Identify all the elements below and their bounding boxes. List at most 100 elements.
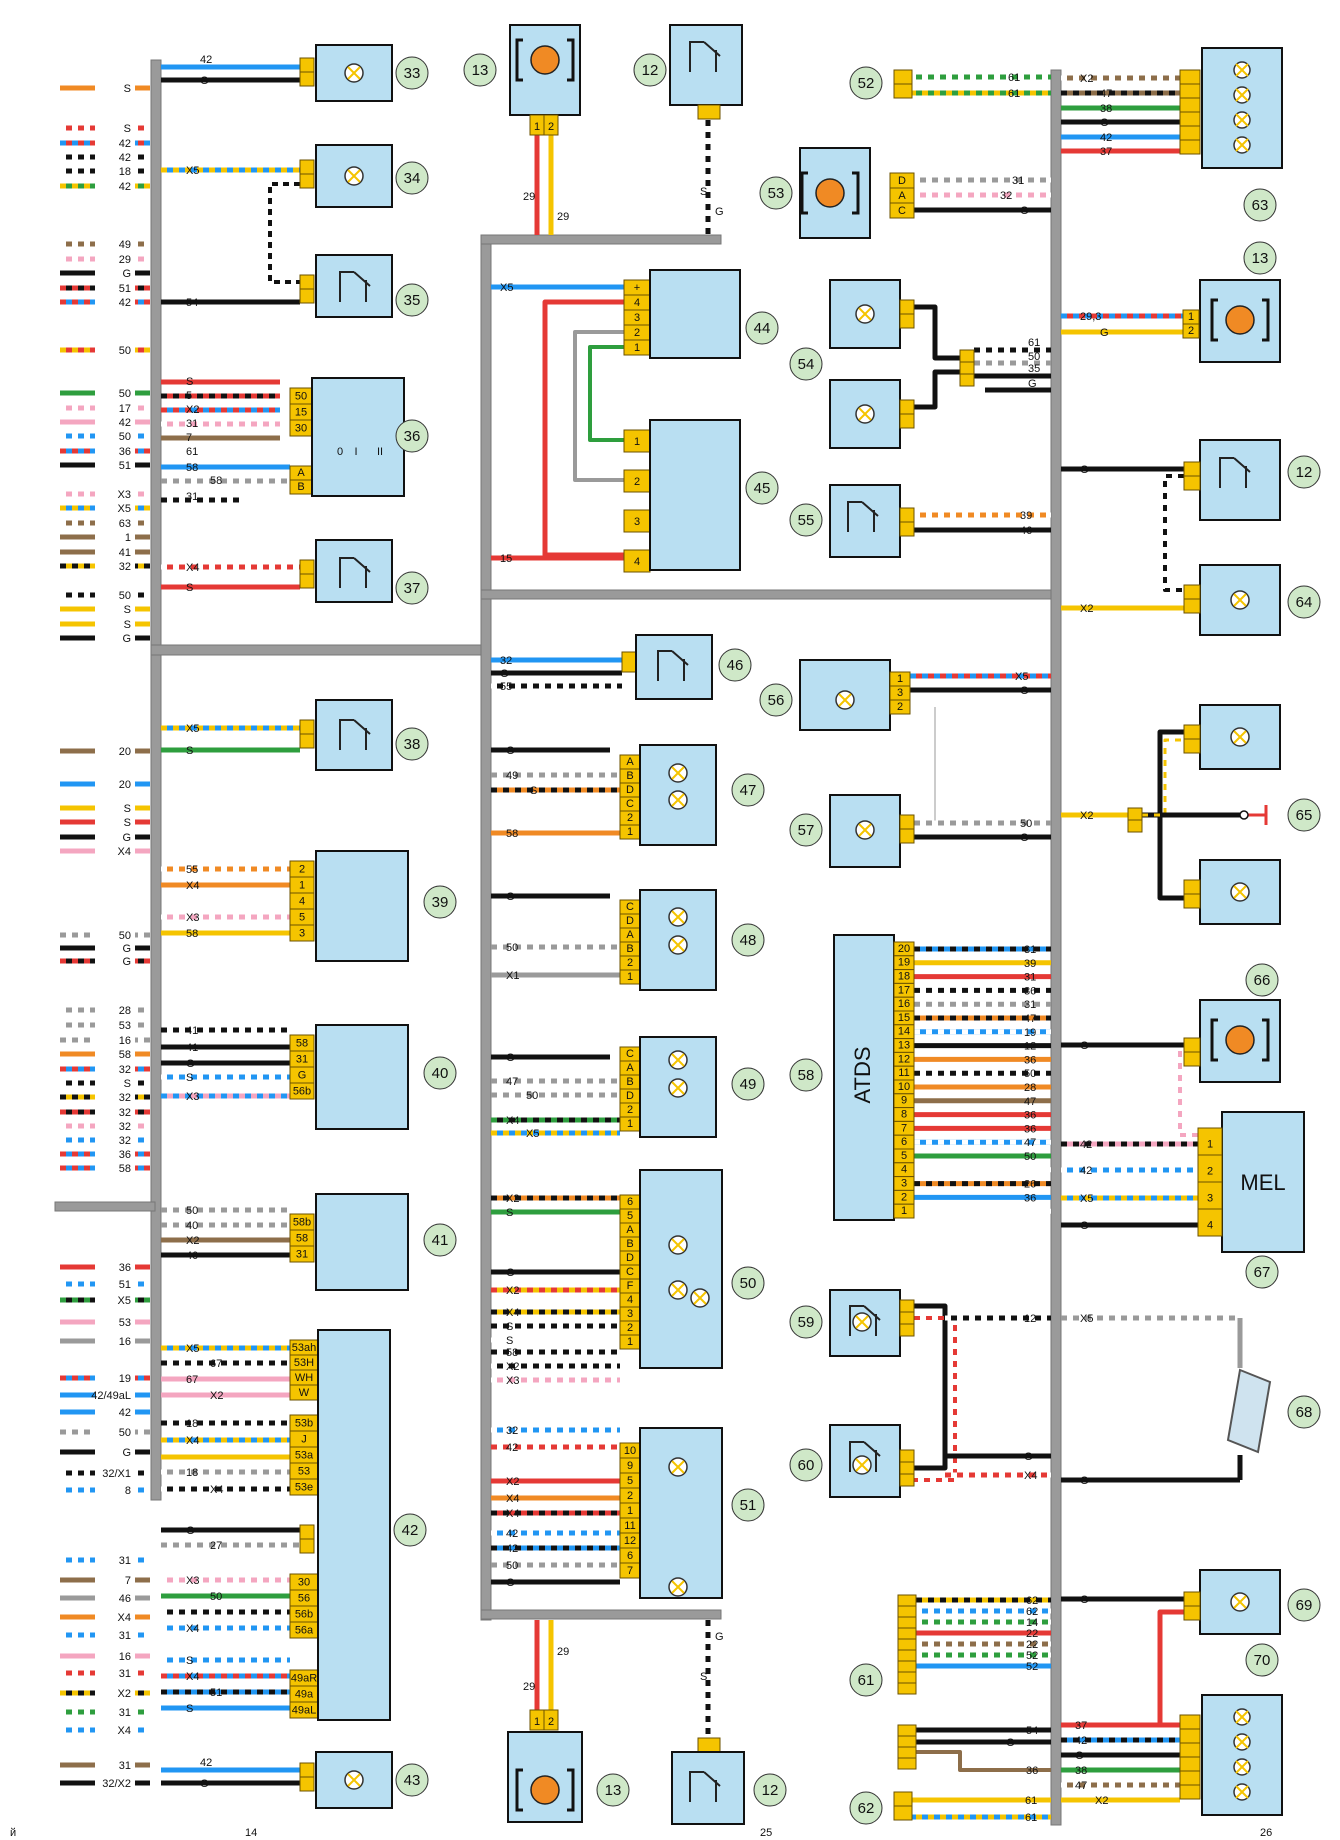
left-wire-label: G [122, 943, 131, 955]
component-67-mel [1221, 1111, 1305, 1253]
left-wire-label-bg [95, 1120, 135, 1132]
left-wire-label: 50 [119, 431, 131, 443]
callout-circle [731, 773, 765, 807]
connector [543, 114, 559, 136]
wire-label: 42 [200, 1757, 212, 1769]
mel-title: MEL [1240, 1170, 1285, 1195]
left-wire-label: 32 [119, 1135, 131, 1147]
wire-label: 47 [1024, 1013, 1036, 1025]
wire-label: G [1075, 1750, 1084, 1762]
wire-path [914, 369, 960, 410]
pin-label: 53 [298, 1466, 310, 1478]
connector-pin [1179, 69, 1201, 85]
pin-label: B [626, 943, 633, 955]
pin-label: 14 [898, 1026, 910, 1038]
connector [1183, 461, 1201, 491]
wire-label: X3 [186, 1091, 199, 1103]
connector-pin [1197, 1181, 1223, 1210]
left-wire-label: S [124, 817, 131, 829]
callout-number: 52 [858, 75, 875, 92]
left-wire-label-bg [95, 344, 135, 356]
lamp-filament [1235, 63, 1249, 77]
pin-label: WH [295, 1372, 313, 1384]
pin-label: 18 [898, 971, 910, 983]
callout-number: 51 [740, 1497, 757, 1514]
pin-label: 1 [627, 1505, 633, 1517]
lamp-filament [1235, 138, 1249, 152]
wire-label: X5 [1080, 1313, 1093, 1325]
connector [1183, 724, 1201, 754]
component-40 [315, 1024, 409, 1130]
center-top-rail [480, 234, 722, 245]
wire-path [1142, 729, 1184, 818]
wire-label: 19 [1024, 1027, 1036, 1039]
lamp-filament [671, 1580, 685, 1594]
pin-label: 12 [624, 1535, 636, 1547]
lamp-filament [1235, 1785, 1249, 1799]
pin-label: 12 [898, 1053, 910, 1065]
connector-pin [299, 71, 315, 87]
callout-circle [1287, 1395, 1321, 1429]
wire-label: 1 [534, 1716, 540, 1728]
connector-pin [1182, 323, 1200, 339]
component-35 [315, 254, 393, 318]
pin-label: 11 [624, 1520, 635, 1532]
left-wire-label-bg [95, 165, 135, 177]
callout-circle [633, 53, 667, 87]
connector-pin [897, 1671, 917, 1684]
callout-circle [1287, 1588, 1321, 1622]
connector-pin [899, 1299, 915, 1313]
left-wire-label: 28 [119, 1005, 131, 1017]
pin-label: 1 [634, 342, 640, 354]
footer-text: й [10, 1827, 16, 1839]
left-wire-label: 50 [119, 345, 131, 357]
connector-pin [299, 559, 315, 575]
callout-circle [731, 1266, 765, 1300]
connector-pin [299, 1762, 315, 1778]
connector-pin [299, 1776, 315, 1792]
wire-label: 31 [1024, 972, 1036, 984]
wire-label: 42 [506, 1543, 518, 1555]
left-wire-label: 36 [119, 1149, 131, 1161]
callout-number: 60 [798, 1457, 815, 1474]
pin-label: B [297, 481, 304, 493]
left-wire-label-bg [95, 1004, 135, 1016]
motor-icon [530, 1775, 560, 1805]
connector-pin [1183, 724, 1201, 740]
wire-label: G [1020, 205, 1029, 217]
jumper-34-35 [268, 182, 300, 284]
wire-label: 14 [1026, 1617, 1038, 1629]
left-wire-label-bg [95, 1162, 135, 1174]
lamp-filament [1235, 1735, 1249, 1749]
callout-number: 46 [727, 657, 744, 674]
pin-label: 4 [299, 896, 305, 908]
connector [619, 1442, 641, 1579]
pin-label: 2 [299, 864, 305, 876]
wire-label: 58 [210, 475, 222, 487]
callout-circle [395, 727, 429, 761]
connector [289, 1573, 319, 1639]
left-wire-label: 51 [119, 283, 131, 295]
pin-label: C [626, 1266, 634, 1278]
connector-pin [897, 1682, 917, 1695]
connector [1183, 1037, 1201, 1067]
wire-label: 39 [1020, 510, 1032, 522]
component-44 [649, 269, 741, 359]
left-wire-label-bg [95, 1134, 135, 1146]
left-wire-label-bg [95, 1484, 135, 1496]
wire-label: G [506, 1267, 515, 1279]
lamp-filament [858, 823, 872, 837]
connector-pin [1183, 1037, 1201, 1053]
connector [889, 671, 911, 715]
lamp-filament [1235, 1760, 1249, 1774]
callout-number: 39 [432, 894, 449, 911]
wire-path [1248, 805, 1268, 825]
wire-label: S [186, 582, 193, 594]
wire-path [1142, 812, 1184, 901]
connector-pin [543, 114, 559, 136]
left-wire-label: 42 [119, 138, 131, 150]
wire-path [557, 314, 640, 518]
connector-pin [1183, 893, 1201, 909]
wire-label: 36 [1024, 1123, 1036, 1135]
connector-pin [889, 699, 911, 715]
